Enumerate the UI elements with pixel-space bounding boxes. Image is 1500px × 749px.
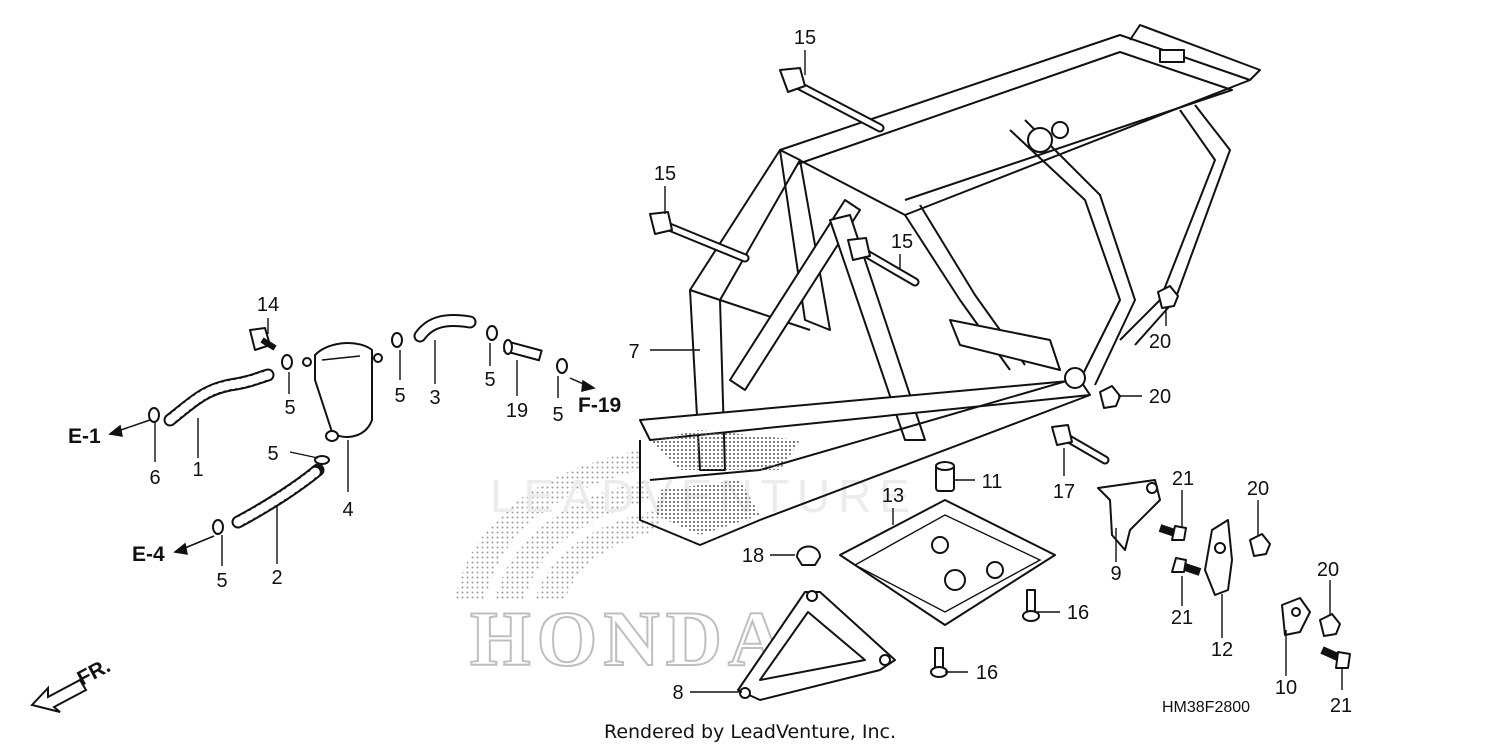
honda-watermark: HONDA LEADVENTURE bbox=[455, 450, 910, 683]
callout-8: 8 bbox=[672, 682, 683, 704]
callout-21-a: 21 bbox=[1172, 468, 1194, 490]
bolts-21 bbox=[1158, 524, 1351, 669]
callout-15-top: 15 bbox=[794, 27, 816, 49]
callout-20-c: 20 bbox=[1247, 478, 1269, 500]
callout-labels: 15 15 15 14 7 20 20 20 20 5 5 5 5 5 5 3 … bbox=[149, 27, 1352, 717]
bracket-12 bbox=[1204, 519, 1233, 596]
bracket-9 bbox=[1097, 479, 1161, 551]
callout-20-b: 20 bbox=[1149, 386, 1171, 408]
callout-20-d: 20 bbox=[1317, 559, 1339, 581]
callout-13: 13 bbox=[882, 485, 904, 507]
callout-20-a: 20 bbox=[1149, 331, 1171, 353]
callout-6: 6 bbox=[149, 467, 160, 489]
callout-5-e: 5 bbox=[267, 443, 278, 465]
front-direction-icon bbox=[30, 678, 88, 713]
hose-clamps bbox=[148, 325, 568, 535]
breather-tank-4 bbox=[302, 342, 383, 442]
callout-3: 3 bbox=[429, 387, 440, 409]
callout-17: 17 bbox=[1053, 481, 1075, 503]
hose-2 bbox=[231, 463, 325, 529]
callout-5-c: 5 bbox=[484, 369, 495, 391]
callout-16-b: 16 bbox=[976, 662, 998, 684]
callout-19: 19 bbox=[506, 400, 528, 422]
watermark-brand: HONDA bbox=[470, 595, 790, 682]
bracket-10 bbox=[1281, 597, 1311, 636]
callout-11: 11 bbox=[982, 471, 1003, 493]
bolt-15-mid bbox=[649, 211, 750, 263]
callout-2: 2 bbox=[271, 567, 282, 589]
skid-plate-13 bbox=[839, 499, 1056, 626]
main-frame bbox=[639, 24, 1261, 546]
ref-e4[interactable]: E-4 bbox=[132, 543, 165, 566]
callout-21-c: 21 bbox=[1330, 695, 1352, 717]
callout-21-b: 21 bbox=[1171, 607, 1193, 629]
callout-9: 9 bbox=[1110, 563, 1121, 585]
callout-12: 12 bbox=[1211, 639, 1233, 661]
hose-1 bbox=[163, 368, 275, 427]
callout-1: 1 bbox=[192, 459, 203, 481]
bolt-17 bbox=[1051, 424, 1110, 465]
ref-e1[interactable]: E-1 bbox=[68, 425, 101, 448]
callout-10: 10 bbox=[1275, 677, 1297, 699]
bolt-16-a bbox=[1022, 589, 1040, 622]
cap-11 bbox=[935, 461, 955, 492]
callout-4: 4 bbox=[342, 499, 353, 521]
callout-15-mid: 15 bbox=[654, 163, 676, 185]
fitting-19 bbox=[503, 339, 543, 362]
ref-f19[interactable]: F-19 bbox=[578, 394, 621, 417]
bolt-15-right bbox=[847, 237, 920, 287]
bolt-14 bbox=[249, 327, 277, 351]
nuts-20 bbox=[1099, 285, 1341, 637]
callout-16-a: 16 bbox=[1067, 602, 1089, 624]
callout-7: 7 bbox=[628, 341, 639, 363]
callout-14: 14 bbox=[257, 294, 279, 316]
callout-5-f: 5 bbox=[216, 570, 227, 592]
bolt-16-b bbox=[930, 647, 948, 678]
callout-5-a: 5 bbox=[284, 397, 295, 419]
callout-18: 18 bbox=[742, 545, 764, 567]
callout-5-d: 5 bbox=[552, 404, 563, 426]
footer-credit: Rendered by LeadVenture, Inc. bbox=[604, 721, 896, 743]
hose-3 bbox=[413, 314, 477, 343]
skid-8 bbox=[737, 590, 896, 701]
grommet-18 bbox=[796, 545, 821, 566]
callout-5-b: 5 bbox=[394, 385, 405, 407]
reference-arrows bbox=[108, 377, 596, 555]
diagram-code: HM38F2800 bbox=[1162, 699, 1250, 716]
callout-15-right: 15 bbox=[891, 231, 913, 253]
leader-lines bbox=[154, 50, 1343, 693]
bolt-15-top bbox=[779, 67, 885, 133]
